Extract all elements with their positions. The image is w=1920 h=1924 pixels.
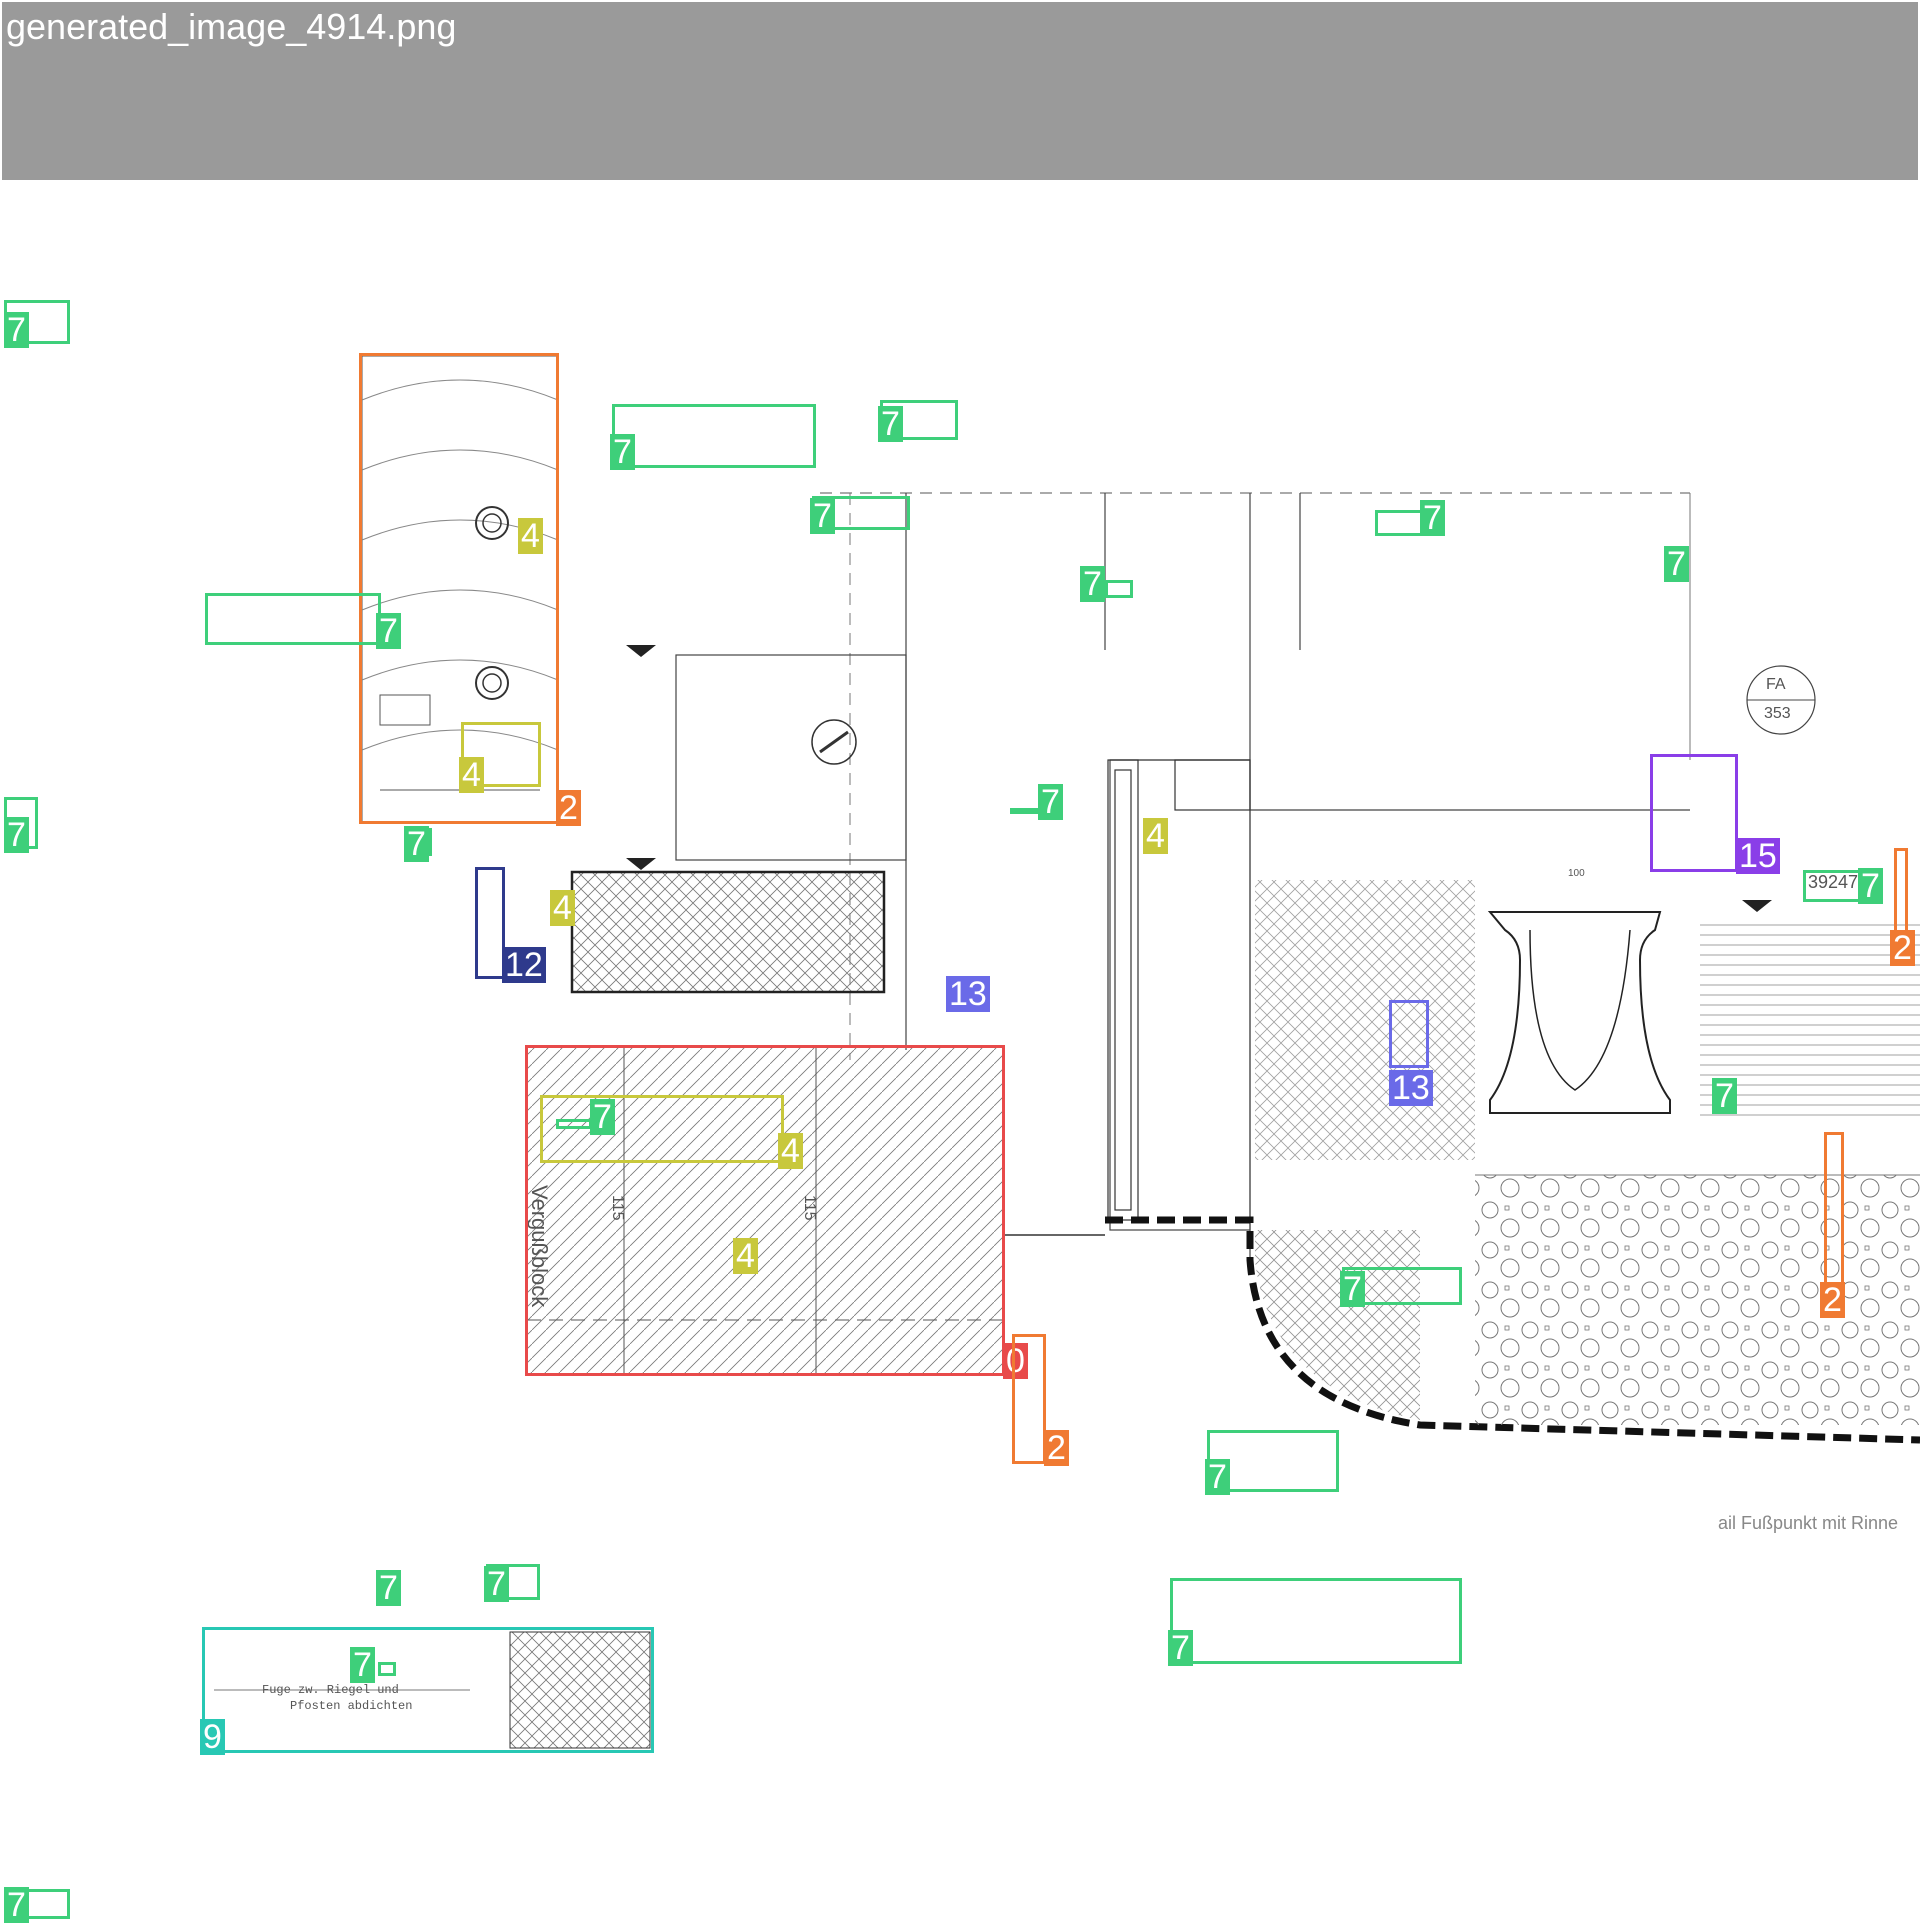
region-box-4 (540, 1095, 784, 1163)
region-box-9 (202, 1627, 654, 1753)
panel-label-line-2: Pfosten abdichten (290, 1699, 413, 1713)
drawing-caption: ail Fußpunkt mit Rinne (1718, 1513, 1899, 1533)
region-label-2: 2 (1820, 1282, 1845, 1318)
region-label-4: 4 (459, 757, 484, 793)
region-box-7 (378, 1662, 396, 1676)
region-box-0 (525, 1045, 1005, 1376)
region-label-7: 7 (1080, 566, 1105, 602)
region-box-2 (359, 353, 559, 824)
region-box-7 (1375, 510, 1425, 536)
drainage-hatch (1255, 1230, 1420, 1420)
number-tag: 392470 (1808, 872, 1869, 892)
region-label-13: 13 (946, 976, 990, 1012)
level-marker-triangle (626, 645, 656, 657)
region-label-7: 7 (4, 312, 29, 348)
region-label-7: 7 (1038, 784, 1063, 820)
hatched-slab (570, 870, 886, 994)
region-box-2 (1824, 1132, 1844, 1288)
level-marker-triangle (626, 858, 656, 870)
region-label-7: 7 (1420, 500, 1445, 536)
region-label-7: 7 (878, 406, 903, 442)
region-label-7: 7 (404, 826, 429, 862)
region-label-7: 7 (1712, 1078, 1737, 1114)
region-label-2: 2 (1890, 930, 1915, 966)
region-label-7: 7 (350, 1647, 375, 1683)
region-label-4: 4 (550, 890, 575, 926)
region-label-7: 7 (4, 1887, 29, 1923)
level-marker-triangle (1742, 900, 1772, 912)
detail-marker-slash (819, 730, 849, 754)
region-label-12: 12 (502, 947, 546, 983)
gravel-fill (1475, 1175, 1920, 1425)
region-label-4: 4 (518, 518, 543, 554)
region-label-0: 0 (1003, 1343, 1028, 1379)
region-label-7: 7 (1205, 1459, 1230, 1495)
region-label-7: 7 (4, 817, 29, 853)
region-label-7: 7 (1340, 1271, 1365, 1307)
region-label-4: 4 (778, 1133, 803, 1169)
region-label-7: 7 (590, 1099, 615, 1135)
region-label-9: 9 (200, 1719, 225, 1755)
region-box-7 (1170, 1578, 1462, 1664)
region-label-7: 7 (610, 434, 635, 470)
region-label-2: 2 (1044, 1430, 1069, 1466)
region-box-4 (461, 722, 541, 787)
region-box-7 (612, 404, 816, 468)
file-name-title: generated_image_4914.png (6, 6, 457, 47)
region-label-7: 7 (1858, 868, 1883, 904)
fa-label: FA (1766, 676, 1786, 693)
channel-hatch (1255, 880, 1475, 1160)
region-label-7: 7 (376, 1570, 401, 1606)
region-label-15: 15 (1736, 838, 1780, 874)
panel-label-line-1: Fuge zw. Riegel und (262, 1683, 399, 1697)
region-label-7: 7 (484, 1566, 509, 1602)
region-label-4: 4 (733, 1238, 758, 1274)
waterproofing-line (1105, 1216, 1920, 1444)
window-profile (1107, 759, 1251, 1221)
region-label-7: 7 (1664, 546, 1689, 582)
region-box-15 (1650, 754, 1738, 872)
drainage-channel-inner (1529, 929, 1631, 1091)
region-box-7 (556, 1119, 592, 1129)
detail-marker-circle (811, 719, 857, 765)
region-box-2 (1012, 1334, 1046, 1464)
fa-number: 353 (1764, 705, 1791, 722)
region-label-7: 7 (1168, 1630, 1193, 1666)
region-label-7: 7 (376, 613, 401, 649)
dimension-label: 100 (1568, 868, 1585, 879)
region-box-7 (205, 593, 381, 645)
region-label-13: 13 (1389, 1070, 1433, 1106)
region-label-2: 2 (556, 790, 581, 826)
file-header-bar: generated_image_4914.png (2, 2, 1918, 180)
region-box-12 (475, 867, 505, 979)
region-label-4: 4 (1143, 818, 1168, 854)
region-label-7: 7 (810, 498, 835, 534)
region-box-13 (1389, 1000, 1429, 1068)
drainage-channel (1487, 911, 1671, 1114)
region-box-7 (1105, 580, 1133, 598)
region-box-7 (1803, 870, 1863, 902)
